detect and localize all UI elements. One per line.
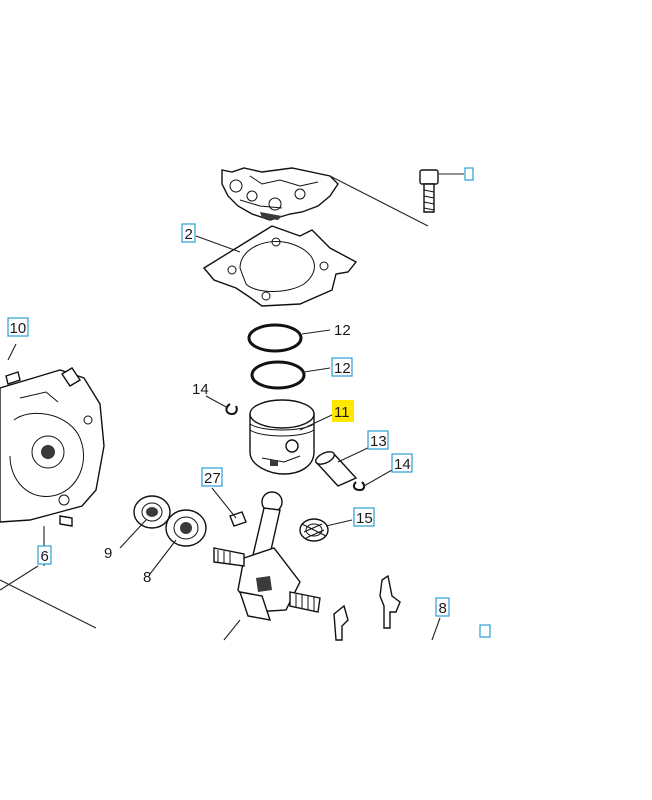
callout-10: 10 xyxy=(7,317,29,337)
svg-text:12: 12 xyxy=(334,360,351,377)
svg-text:15: 15 xyxy=(356,510,373,527)
svg-text:13: 13 xyxy=(370,433,387,450)
callout-8-left: 8 xyxy=(143,569,151,586)
callout-2: 2 xyxy=(181,223,196,243)
lower-parts-fragment xyxy=(333,574,491,641)
piston-pin xyxy=(314,451,358,487)
svg-text:8: 8 xyxy=(143,569,151,586)
callout-11: 11 xyxy=(332,400,354,422)
piston-ring-upper xyxy=(247,323,303,353)
svg-text:8: 8 xyxy=(439,600,447,617)
crankshaft xyxy=(213,491,321,621)
needle-bearing xyxy=(299,518,329,542)
svg-text:14: 14 xyxy=(394,456,411,473)
callout-8-right: 8 xyxy=(435,597,450,617)
ball-bearing xyxy=(165,509,207,547)
callout-6: 6 xyxy=(37,545,52,565)
callout-13: 13 xyxy=(367,430,389,450)
bolt xyxy=(329,167,474,227)
callout-9: 9 xyxy=(104,545,112,562)
svg-text:14: 14 xyxy=(192,381,209,398)
cylinder-gasket xyxy=(202,225,358,307)
svg-text:2: 2 xyxy=(185,226,193,243)
piston-ring-lower xyxy=(250,360,306,390)
crankcase xyxy=(0,367,105,527)
svg-text:9: 9 xyxy=(104,545,112,562)
callout-14-right: 14 xyxy=(391,453,413,473)
callout-14-left: 14 xyxy=(192,381,209,398)
oil-seal xyxy=(133,495,171,529)
svg-text:11: 11 xyxy=(334,404,350,421)
svg-text:6: 6 xyxy=(41,548,49,565)
svg-text:27: 27 xyxy=(204,470,221,487)
piston xyxy=(249,399,315,475)
svg-text:10: 10 xyxy=(10,320,27,337)
cylinder-fragment xyxy=(221,167,339,221)
svg-text:12: 12 xyxy=(334,322,351,339)
circlip-left xyxy=(225,403,238,416)
circlip-right xyxy=(352,481,366,492)
callout-27: 27 xyxy=(201,467,223,487)
callout-12-lower: 12 xyxy=(331,357,353,377)
callout-12-upper: 12 xyxy=(334,322,351,339)
callout-15: 15 xyxy=(353,507,375,527)
